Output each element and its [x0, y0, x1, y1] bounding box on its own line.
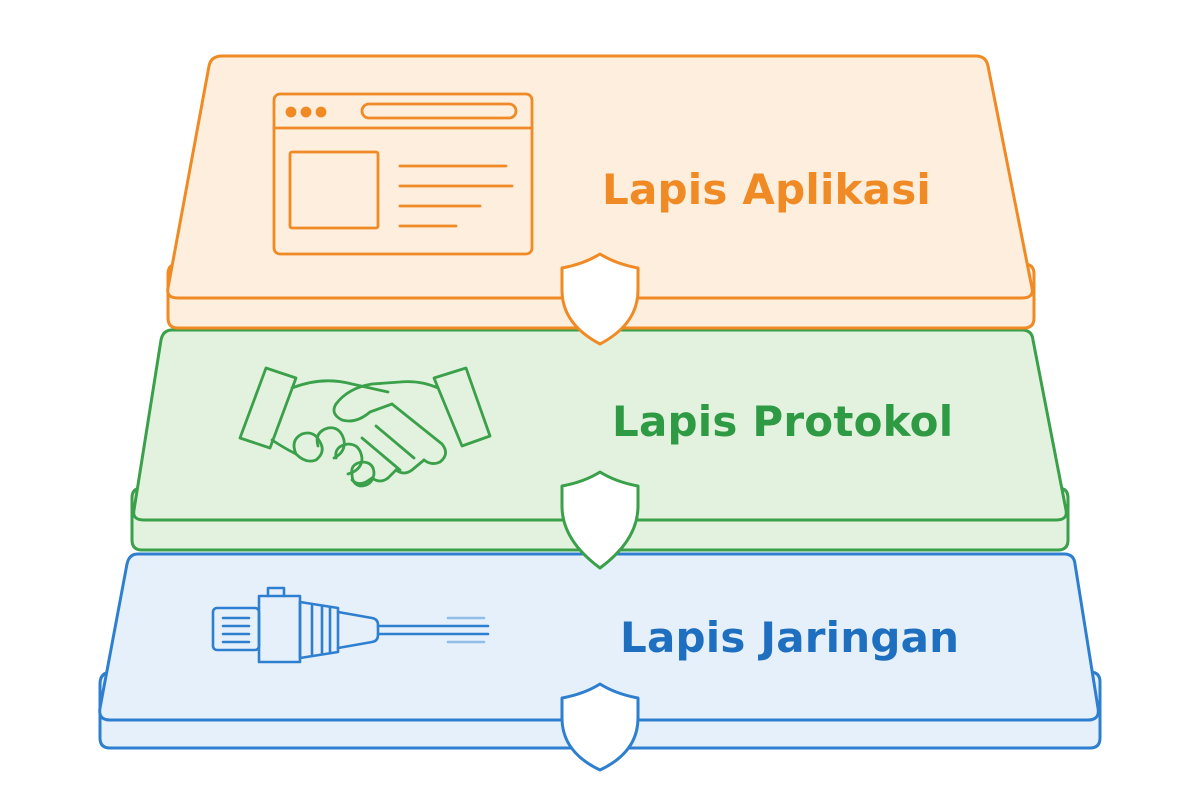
- layer-network: Lapis Jaringan: [98, 552, 1102, 772]
- layer-application: Lapis Aplikasi: [166, 54, 1036, 346]
- layer-application-label: Lapis Aplikasi: [602, 165, 931, 214]
- layer-network-label: Lapis Jaringan: [620, 613, 959, 662]
- layer-network-slab-top: [98, 552, 1100, 722]
- ethernet-cable-icon: [211, 586, 490, 664]
- shield-icon: [560, 252, 640, 346]
- browser-window-icon: [272, 92, 534, 256]
- handshake-icon: [238, 366, 492, 488]
- layer-application-slab-top: [166, 54, 1034, 300]
- layer-protocol-slab-top: [132, 328, 1068, 522]
- shield-icon: [560, 470, 640, 570]
- layer-protocol-label: Lapis Protokol: [612, 397, 953, 446]
- shield-icon: [560, 682, 640, 772]
- layer-protocol: Lapis Protokol: [130, 328, 1070, 570]
